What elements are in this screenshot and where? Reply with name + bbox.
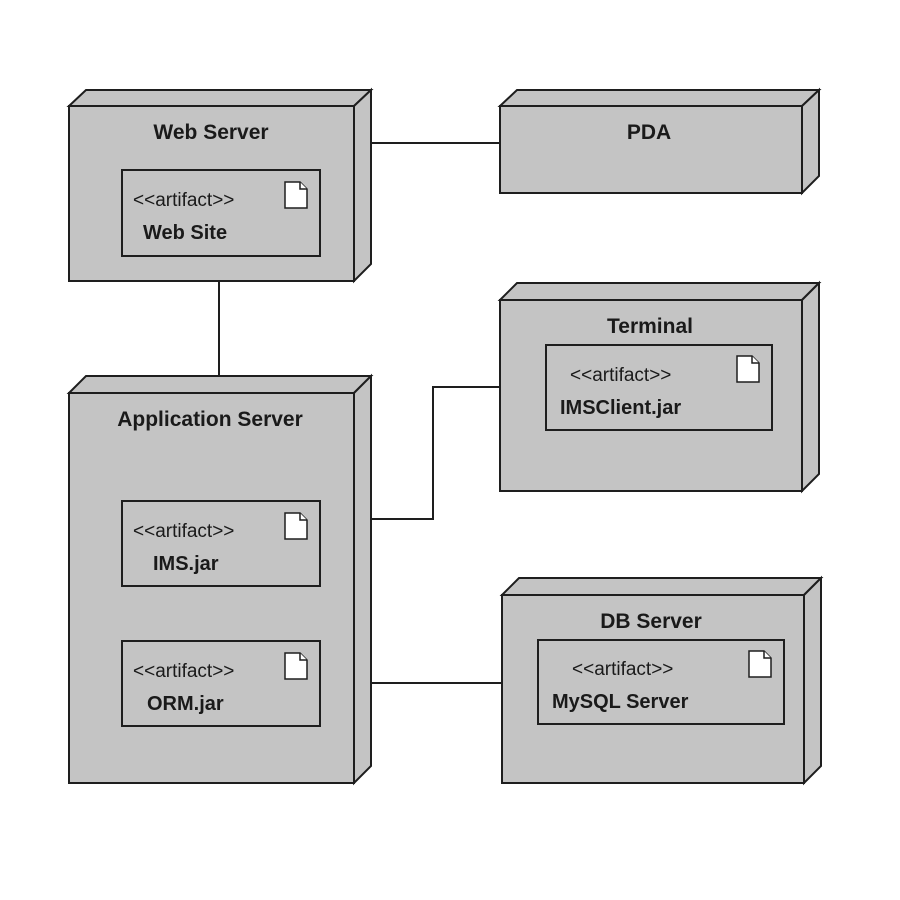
document-icon [284,652,308,680]
artifact-stereotype: <<artifact>> [133,661,234,682]
connections [218,142,502,684]
document-icon [748,650,772,678]
node-title: Application Server [117,408,303,431]
artifact-mysql-server[interactable]: <<artifact>> MySQL Server [537,639,785,725]
node-title: DB Server [600,610,702,633]
document-icon [284,181,308,209]
document-icon [736,355,760,383]
connector-appserver-terminal [371,386,500,520]
artifact-name: ORM.jar [147,693,224,715]
artifact-stereotype: <<artifact>> [133,521,234,542]
artifact-stereotype: <<artifact>> [572,659,673,680]
node-application-server[interactable]: Application Server <<artifact>> IMS.jar … [66,373,374,786]
artifact-orm-jar[interactable]: <<artifact>> ORM.jar [121,640,321,727]
artifact-stereotype: <<artifact>> [570,365,671,386]
artifact-name: Web Site [143,222,227,244]
node-db-server[interactable]: DB Server <<artifact>> MySQL Server [499,575,824,786]
node-terminal[interactable]: Terminal <<artifact>> IMSClient.jar [497,280,822,494]
artifact-ims-jar[interactable]: <<artifact>> IMS.jar [121,500,321,587]
artifact-name: MySQL Server [552,691,689,713]
artifact-stereotype: <<artifact>> [133,190,234,211]
node-pda[interactable]: PDA [497,87,822,196]
node-title: PDA [627,121,671,144]
artifact-name: IMS.jar [153,553,219,575]
artifact-web-site[interactable]: <<artifact>> Web Site [121,169,321,257]
node-web-server[interactable]: Web Server <<artifact>> Web Site [66,87,374,284]
document-icon [284,512,308,540]
node-title: Terminal [607,315,693,338]
artifact-imsclient-jar[interactable]: <<artifact>> IMSClient.jar [545,344,773,431]
node-title: Web Server [153,121,268,144]
artifact-name: IMSClient.jar [560,397,681,419]
